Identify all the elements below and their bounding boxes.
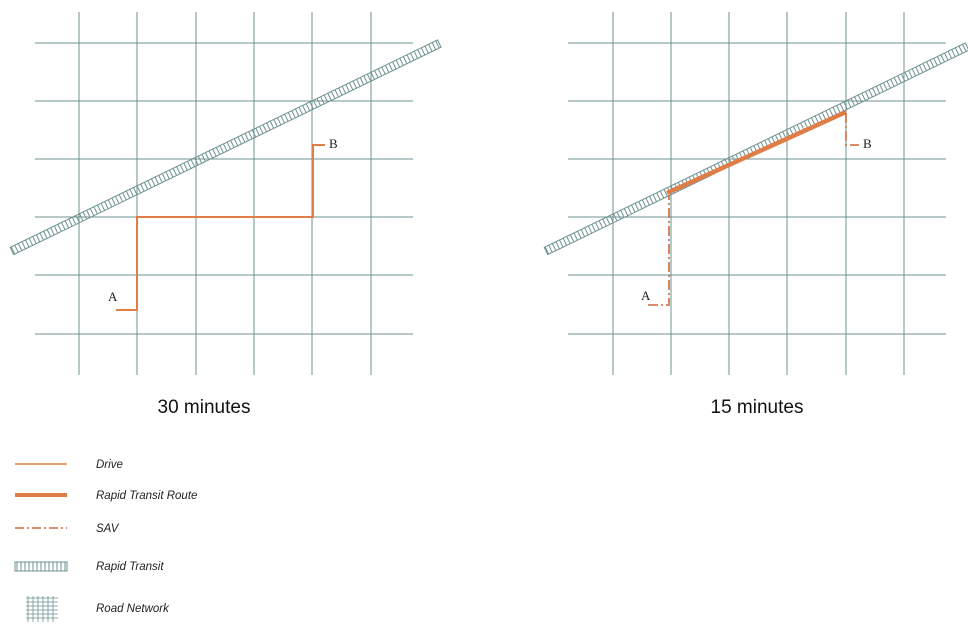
legend-label: Drive: [96, 459, 123, 471]
travel-time-caption: 30 minutes: [158, 397, 251, 418]
legend: Drive Rapid Transit Route SAV Rapid Tran…: [14, 459, 197, 622]
legend-label: Road Network: [96, 603, 170, 615]
legend-label: SAV: [96, 523, 120, 535]
legend-item-road-network: Road Network: [26, 596, 170, 622]
road-network-grid: [35, 12, 413, 375]
sav-segment-destination: [845, 113, 859, 146]
legend-item-rapid-transit: Rapid Transit: [14, 561, 164, 573]
legend-item-sav: SAV: [15, 523, 120, 535]
legend-label: Rapid Transit: [96, 561, 164, 573]
sav-segment-origin: [648, 195, 670, 306]
road-network-grid-icon: [26, 596, 58, 622]
panel-left-drive: A B 30 minutes: [9, 12, 442, 418]
point-b-label: B: [329, 136, 338, 151]
drive-route: [116, 144, 325, 311]
rapid-transit-track: [9, 39, 442, 256]
legend-item-drive: Drive: [15, 459, 123, 471]
road-network-grid: [568, 12, 946, 375]
point-a-label: A: [641, 288, 651, 303]
panel-right-transit: A B 15 minutes: [543, 12, 968, 418]
point-a-label: A: [108, 289, 118, 304]
legend-label: Rapid Transit Route: [96, 490, 197, 502]
point-b-label: B: [863, 136, 872, 151]
rapid-transit-track-icon: [14, 561, 68, 572]
travel-time-caption: 15 minutes: [711, 397, 804, 418]
rapid-transit-route: [666, 109, 847, 196]
legend-item-rapid-transit-route: Rapid Transit Route: [15, 490, 197, 502]
